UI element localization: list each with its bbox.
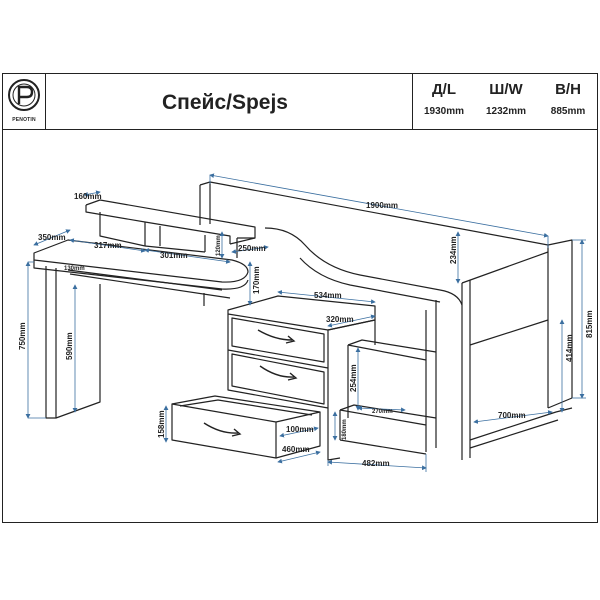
- cabinet-front: [227, 314, 329, 409]
- dim-301: 301mm: [160, 251, 188, 260]
- spec-length-label: Д/L: [431, 81, 457, 98]
- dim-482: 482mm: [362, 459, 390, 468]
- overall-dimensions-table: Д/L 1930mm Ш/W 1232mm В/H 885mm: [412, 73, 598, 130]
- drawer-open-front: [171, 403, 277, 459]
- furniture-outline: [33, 181, 573, 461]
- dim-750: 750mm: [18, 322, 27, 350]
- dim-350: 350mm: [38, 233, 66, 242]
- dim-180: 180mm: [342, 419, 348, 440]
- dim-234: 234mm: [449, 236, 458, 264]
- spec-length: Д/L 1930mm: [413, 73, 475, 130]
- dim-414: 414mm: [565, 334, 574, 362]
- logo-wordmark: PENOTIN: [12, 117, 36, 123]
- handle-drawer-icon: [203, 422, 242, 437]
- spec-height: В/H 885mm: [537, 73, 599, 130]
- spec-length-value: 1930mm: [423, 106, 465, 117]
- drawer-handles: [203, 329, 298, 437]
- drawer-middle: [231, 353, 325, 405]
- dim-1900: 1900mm: [366, 201, 398, 210]
- dim-317: 317mm: [94, 241, 122, 250]
- spec-height-value: 885mm: [550, 106, 586, 117]
- spec-width-label: Ш/W: [489, 81, 523, 98]
- logo-icon: [8, 79, 40, 111]
- dim-590: 590mm: [65, 332, 74, 360]
- handle-upper-icon: [257, 329, 296, 344]
- dimension-labels: 160mm 350mm 317mm 301mm 250mm 1900mm 234…: [18, 192, 594, 468]
- dim-320: 320mm: [326, 315, 354, 324]
- spec-width: Ш/W 1232mm: [475, 73, 537, 130]
- header-divider: [2, 129, 598, 130]
- dim-250: 250mm: [238, 244, 266, 253]
- dimension-lines: [25, 173, 586, 472]
- dim-130: 130mm: [64, 266, 85, 272]
- bed-right-panel: [547, 239, 573, 398]
- bed-bottom-shelf: [469, 407, 573, 441]
- spec-height-label: В/H: [555, 81, 581, 98]
- desk-left-leg: [45, 266, 57, 419]
- product-title: Спейс/Spejs: [162, 91, 288, 114]
- dim-700: 700mm: [498, 411, 526, 420]
- drawer-divider: [227, 349, 329, 369]
- dim-170: 170mm: [252, 266, 261, 294]
- desk-shelf-top: [85, 199, 256, 239]
- step-upper: [347, 344, 427, 361]
- title-block: PENOTIN Спейс/Spejs Д/L 1930mm Ш/W 1232m…: [2, 73, 598, 130]
- dim-254: 254mm: [349, 364, 358, 392]
- dim-534: 534mm: [314, 291, 342, 300]
- bed-top-back-edge: [199, 181, 549, 252]
- dim-815: 815mm: [585, 310, 594, 338]
- dim-460: 460mm: [282, 445, 310, 454]
- dim-270: 270mm: [372, 409, 393, 415]
- step-lower: [339, 409, 427, 426]
- drawing-frame: [2, 73, 598, 523]
- dim-120: 120mm: [216, 235, 222, 256]
- dim-100: 100mm: [286, 425, 314, 434]
- dim-158: 158mm: [157, 410, 166, 438]
- brand-logo: PENOTIN: [2, 73, 46, 130]
- drawer-upper: [231, 317, 325, 363]
- spec-width-value: 1232mm: [485, 106, 527, 117]
- handle-middle-icon: [259, 365, 298, 381]
- dim-160: 160mm: [74, 192, 102, 201]
- bed-front-top: [461, 251, 549, 284]
